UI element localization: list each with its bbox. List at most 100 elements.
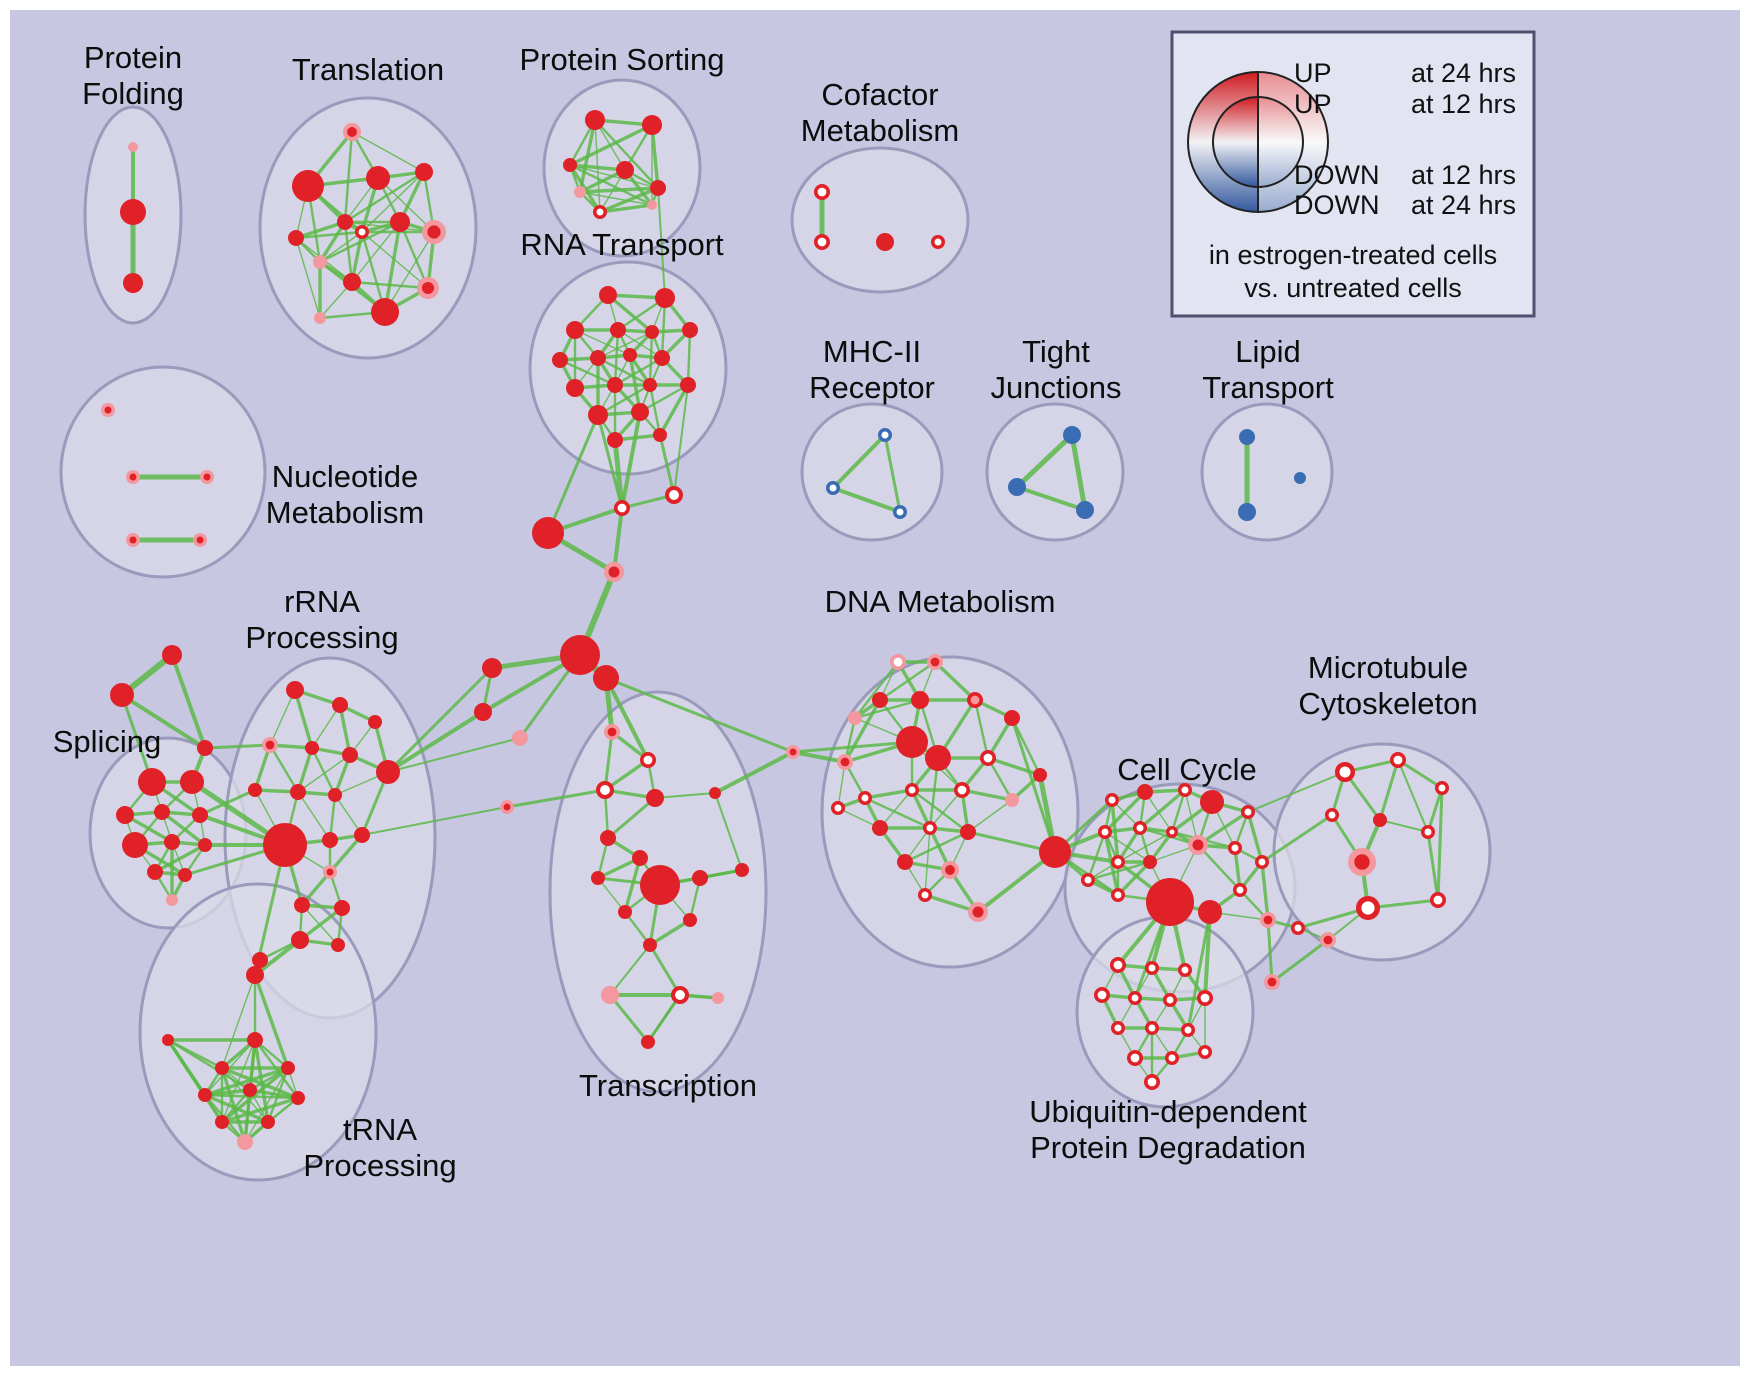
node-cn-10 [162, 645, 182, 665]
edge [248, 1088, 300, 1100]
node-rr-3 [261, 736, 278, 753]
node-rr-12 [354, 827, 370, 843]
node-sp-9 [178, 868, 192, 882]
edge [1086, 860, 1152, 882]
node-cc-15 [1198, 900, 1222, 924]
node-ps-1 [642, 115, 662, 135]
node-cc-3 [1200, 790, 1224, 814]
edge [654, 792, 716, 799]
node-tr-3 [415, 163, 433, 181]
node-mc-6 [1348, 848, 1377, 877]
edge [660, 296, 667, 360]
cluster-label-mh: Receptor [809, 370, 935, 405]
node-lt-0 [1239, 429, 1255, 445]
node-rt-6 [552, 352, 568, 368]
cluster-label-rt: RNA Transport [520, 227, 724, 262]
edge [1086, 830, 1107, 882]
edge [593, 118, 660, 190]
edge [153, 843, 207, 874]
legend-row-0-time: at 24 hrs [1411, 58, 1516, 88]
node-ub-4 [1128, 991, 1142, 1005]
node-rt-13 [680, 377, 696, 393]
node-cn-1 [593, 665, 619, 691]
node-ub-9 [1181, 1023, 1195, 1037]
edge [1170, 788, 1187, 834]
node-tx-6 [591, 871, 605, 885]
cluster-label-lt: Lipid [1235, 334, 1301, 369]
node-cc-14 [1146, 878, 1194, 926]
cluster-ellipse-mc [1272, 742, 1492, 962]
cluster-label-pf: Protein [84, 40, 182, 75]
edge [648, 383, 662, 437]
edge [221, 974, 256, 1069]
edge [386, 666, 494, 774]
node-dm-12 [858, 791, 872, 805]
edge [933, 660, 977, 702]
edge [1116, 860, 1152, 897]
node-mc-0 [1335, 762, 1355, 782]
node-mc-7 [1355, 896, 1380, 921]
edge [648, 943, 682, 997]
node-rt-9 [654, 350, 670, 366]
node-rr-18 [252, 952, 268, 968]
node-cm-3 [931, 235, 945, 249]
node-tx-13 [671, 986, 690, 1005]
edge [568, 163, 654, 207]
edge [658, 383, 690, 437]
node-lt-1 [1238, 503, 1256, 521]
node-rt-17 [653, 428, 667, 442]
node-rr-11 [322, 832, 338, 848]
node-cn-2 [613, 499, 630, 516]
edge [863, 788, 914, 800]
node-ps-0 [585, 110, 605, 130]
edge [791, 750, 847, 764]
edge [328, 833, 364, 874]
cluster-label-ub: Protein Degradation [1030, 1130, 1306, 1165]
node-cn-6 [482, 658, 502, 678]
node-dm-22 [968, 902, 988, 922]
edge [1426, 830, 1440, 902]
node-rr-7 [248, 783, 262, 797]
node-dm-14 [953, 781, 970, 798]
node-rr-6 [376, 760, 400, 784]
node-rr-17 [331, 938, 345, 952]
node-tx-11 [643, 938, 657, 952]
edge [1069, 432, 1088, 513]
node-nm-4 [193, 533, 207, 547]
edge [579, 191, 653, 206]
node-mc-8 [1430, 891, 1447, 908]
node-dm-13 [905, 783, 919, 797]
node-tr-4 [288, 230, 304, 246]
cluster-ellipse-tn [138, 882, 378, 1182]
cluster-label-lt: Transport [1202, 370, 1334, 405]
node-cn-7 [474, 703, 492, 721]
cluster-label-mh: MHC-II [823, 334, 921, 369]
node-rt-2 [566, 321, 584, 339]
edge [714, 792, 743, 871]
legend-row-3-time: at 24 hrs [1411, 190, 1516, 220]
node-tr-6 [355, 225, 369, 239]
cluster-label-tn: Processing [303, 1148, 456, 1183]
node-ub-2 [1178, 963, 1192, 977]
node-tx-14 [712, 992, 724, 1004]
edge [578, 186, 660, 194]
node-ps-2 [563, 158, 577, 172]
node-tx-16 [735, 863, 749, 877]
node-cn-13 [786, 745, 800, 759]
edge [976, 850, 1057, 914]
node-ub-11 [1165, 1051, 1179, 1065]
node-mc-2 [1435, 781, 1449, 795]
cluster-label-cm: Cofactor [821, 77, 938, 112]
node-dm-2 [848, 711, 862, 725]
edge [505, 788, 607, 809]
node-mc-9 [1320, 931, 1337, 948]
node-rr-2 [368, 715, 382, 729]
edge [713, 750, 795, 795]
edge [1378, 758, 1400, 822]
node-rt-4 [645, 325, 659, 339]
node-rt-5 [682, 322, 698, 338]
edge [351, 131, 425, 173]
cluster-label-rr: Processing [245, 620, 398, 655]
node-tj-1 [1008, 478, 1026, 496]
